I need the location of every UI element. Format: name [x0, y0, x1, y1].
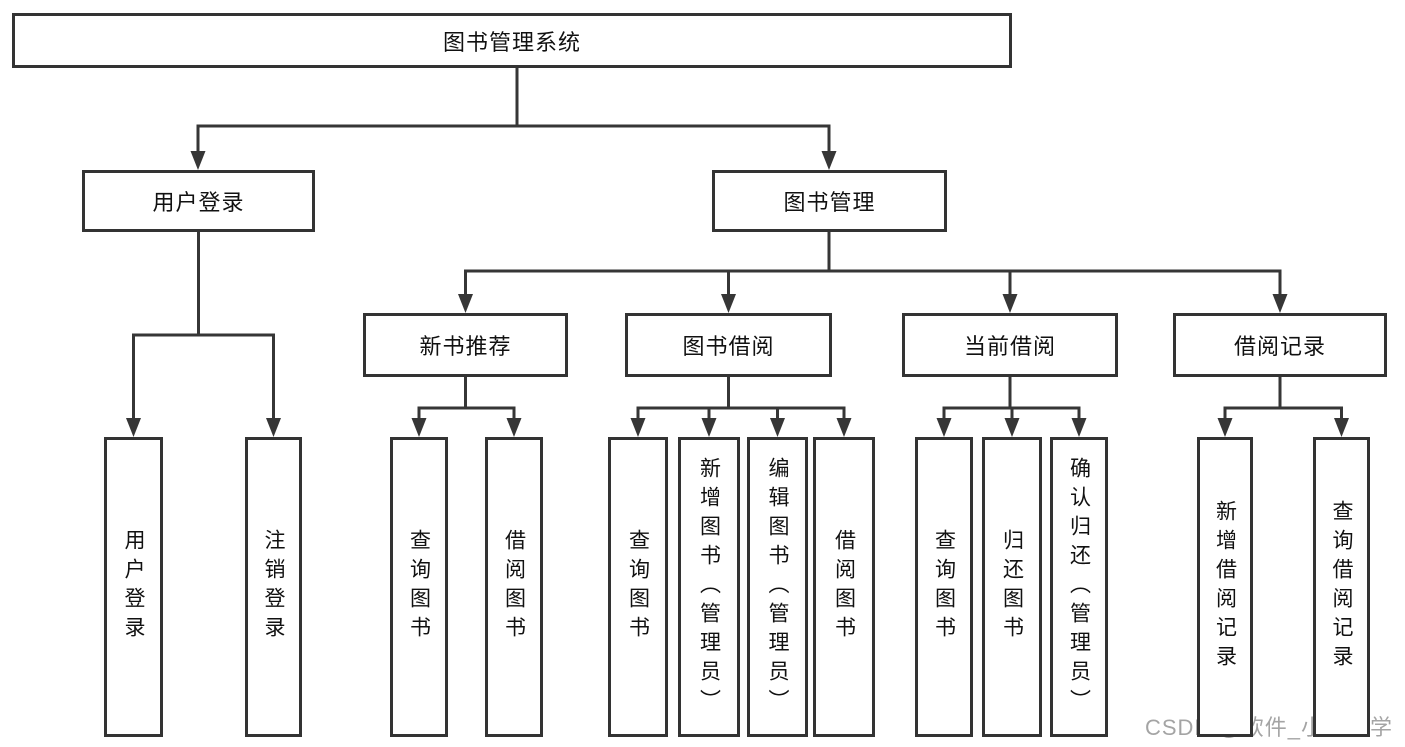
node-edit-book: 编辑图书（管理员） — [747, 437, 808, 737]
arrowhead-icon — [1071, 418, 1087, 437]
node-query-book-2: 查询图书 — [608, 437, 668, 737]
node-return-book: 归还图书 — [982, 437, 1042, 737]
arrowhead-icon — [701, 418, 717, 437]
node-label-query-borrow-record: 查询借阅记录 — [1330, 500, 1353, 674]
node-label-edit-book: 编辑图书（管理员） — [766, 456, 789, 718]
node-confirm-return: 确认归还（管理员） — [1050, 437, 1108, 737]
arrowhead-icon — [266, 418, 281, 437]
edge-group-6 — [1223, 375, 1343, 424]
node-label-query-book-3: 查询图书 — [932, 529, 956, 645]
node-label-return-book: 归还图书 — [1000, 529, 1024, 645]
arrowhead-icon — [836, 418, 852, 437]
node-label-borrow-book-2: 借阅图书 — [832, 529, 856, 645]
node-label-add-borrow-record: 新增借阅记录 — [1213, 500, 1237, 674]
node-logout: 注销登录 — [245, 437, 302, 737]
arrowhead-icon — [458, 294, 473, 313]
node-add-book: 新增图书（管理员） — [678, 437, 740, 737]
arrowhead-icon — [821, 151, 837, 170]
node-label-system: 图书管理系统 — [442, 29, 581, 55]
node-book-management: 图书管理 — [712, 170, 947, 232]
node-label-user-login: 用户登录 — [122, 529, 145, 645]
node-query-borrow-record: 查询借阅记录 — [1313, 437, 1370, 737]
arrowhead-icon — [411, 418, 427, 437]
node-add-borrow-record: 新增借阅记录 — [1197, 437, 1253, 737]
edge-group-4 — [636, 375, 846, 424]
arrowhead-icon — [770, 418, 785, 437]
node-current-borrow: 当前借阅 — [902, 313, 1118, 377]
arrowhead-icon — [506, 418, 522, 437]
edge-group-3 — [417, 375, 516, 424]
node-label-borrow-book-1: 借阅图书 — [502, 529, 526, 645]
arrowhead-icon — [721, 294, 736, 313]
node-query-book-1: 查询图书 — [390, 437, 448, 737]
node-user-login-module: 用户登录 — [82, 170, 315, 232]
arrowhead-icon — [1272, 294, 1288, 313]
arrowhead-icon — [190, 151, 206, 170]
arrowhead-icon — [936, 418, 952, 437]
arrowhead-icon — [126, 418, 141, 437]
edge-group-0 — [196, 66, 831, 157]
node-label-book-management: 图书管理 — [783, 190, 876, 215]
arrowhead-icon — [1004, 418, 1020, 437]
arrowhead-icon — [1002, 294, 1018, 313]
arrowhead-icon — [630, 418, 646, 437]
node-user-login: 用户登录 — [104, 437, 163, 737]
node-label-query-book-2: 查询图书 — [626, 529, 650, 645]
node-label-book-borrow: 图书借阅 — [682, 334, 775, 359]
node-label-confirm-return: 确认归还（管理员） — [1067, 456, 1091, 718]
node-label-add-book: 新增图书（管理员） — [697, 456, 721, 718]
node-label-current-borrow: 当前借阅 — [963, 334, 1056, 359]
node-label-borrow-record: 借阅记录 — [1233, 334, 1326, 359]
arrowhead-icon — [1334, 418, 1349, 437]
node-label-user-login-module: 用户登录 — [152, 190, 245, 215]
node-system: 图书管理系统 — [12, 13, 1012, 68]
node-borrow-book-1: 借阅图书 — [485, 437, 543, 737]
node-book-borrow: 图书借阅 — [625, 313, 832, 377]
node-borrow-book-2: 借阅图书 — [813, 437, 875, 737]
arrowhead-icon — [1217, 418, 1233, 437]
node-label-query-book-1: 查询图书 — [407, 529, 431, 645]
edge-group-1 — [132, 230, 275, 424]
node-borrow-record: 借阅记录 — [1173, 313, 1387, 377]
node-label-logout: 注销登录 — [262, 529, 285, 645]
node-new-book-recommend: 新书推荐 — [363, 313, 568, 377]
node-label-new-book-recommend: 新书推荐 — [419, 334, 512, 359]
node-query-book-3: 查询图书 — [915, 437, 973, 737]
edge-group-2 — [464, 230, 1282, 300]
edge-group-5 — [942, 375, 1081, 424]
